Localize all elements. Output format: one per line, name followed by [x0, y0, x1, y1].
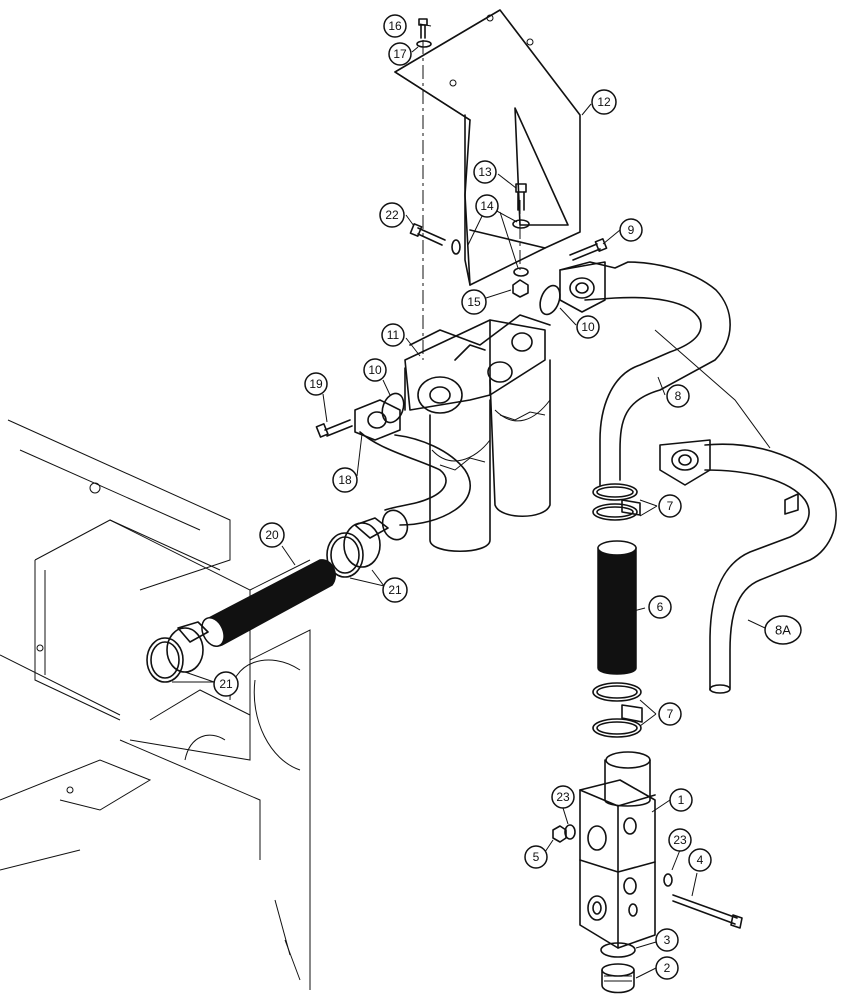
callout-3: 3: [655, 928, 679, 952]
callout-label-6: 6: [657, 600, 664, 614]
washer-23-right: [663, 873, 673, 887]
hose-clamp-21-lower: [146, 621, 209, 683]
callout-label-9: 9: [628, 223, 635, 237]
bolt-19: [315, 419, 353, 438]
plug-2: [601, 963, 635, 994]
bolt-22: [409, 223, 461, 255]
callout-10-right: 10: [576, 315, 600, 339]
callout-18: 18: [332, 467, 358, 493]
callout-label-8: 8: [675, 389, 682, 403]
o-ring-10-right: [539, 284, 561, 316]
callout-23-left: 23: [551, 785, 575, 809]
callout-15: 15: [461, 289, 487, 315]
callout-label-14: 14: [480, 199, 494, 213]
filter-canister-front: [429, 399, 491, 553]
bolt-16: [418, 18, 428, 39]
callout-1: 1: [669, 788, 693, 812]
callout-10-left: 10: [363, 358, 387, 382]
callout-2: 2: [655, 956, 679, 980]
callout-7-upper: 7: [658, 494, 682, 518]
hose-6: [597, 540, 637, 675]
callout-label-15: 15: [467, 295, 481, 309]
callout-12: 12: [591, 89, 617, 115]
washer-14: [512, 219, 530, 277]
callout-label-7-lower: 7: [667, 707, 674, 721]
tube-18: [354, 399, 471, 541]
bolt-13: [515, 183, 527, 211]
callout-label-10-left: 10: [368, 363, 382, 377]
callout-11: 11: [381, 323, 405, 347]
callout-8A: 8A: [764, 615, 802, 645]
callout-label-2: 2: [664, 961, 671, 975]
o-ring-3: [600, 942, 636, 958]
callout-label-3: 3: [664, 933, 671, 947]
hose-clamp-7-upper: [592, 483, 641, 521]
machine-frame: [0, 419, 311, 990]
callout-5: 5: [524, 845, 548, 869]
callout-16: 16: [383, 14, 407, 38]
callout-label-5: 5: [533, 850, 540, 864]
callout-label-23-left: 23: [556, 790, 570, 804]
filter-head: [404, 314, 551, 414]
callout-13: 13: [473, 160, 497, 184]
callout-21-lower: 21: [213, 671, 239, 697]
callout-19: 19: [304, 372, 328, 396]
callout-4: 4: [688, 848, 712, 872]
valve-body: [579, 751, 656, 949]
callout-label-17: 17: [393, 47, 407, 61]
callout-9: 9: [619, 218, 643, 242]
callout-7-lower: 7: [658, 702, 682, 726]
callout-label-10-right: 10: [581, 320, 595, 334]
callout-leaders: [172, 23, 766, 979]
callout-17: 17: [388, 42, 412, 66]
callout-21-upper: 21: [382, 577, 408, 603]
callout-label-4: 4: [697, 853, 704, 867]
callout-label-18: 18: [338, 473, 352, 487]
callout-label-11: 11: [387, 328, 400, 342]
o-ring-10-left: [381, 392, 405, 424]
nut-5: [552, 825, 567, 843]
hose-20: [201, 559, 336, 647]
callout-label-19: 19: [309, 377, 323, 391]
callout-label-23-right: 23: [673, 833, 687, 847]
callout-label-7-upper: 7: [667, 499, 674, 513]
callout-6: 6: [648, 595, 672, 619]
callout-label-16: 16: [388, 19, 402, 33]
hose-clamp-21-upper: [326, 517, 389, 578]
callout-label-8A: 8A: [775, 623, 791, 638]
bolt-9: [569, 238, 608, 261]
tube-8: [559, 261, 771, 486]
callout-label-20: 20: [265, 528, 279, 542]
callout-22: 22: [379, 202, 405, 228]
washer-17: [416, 40, 432, 48]
callout-8: 8: [666, 384, 690, 408]
callout-label-12: 12: [597, 95, 611, 109]
rod-4: [672, 894, 743, 929]
callout-label-13: 13: [478, 165, 492, 179]
hose-clamp-7-lower: [592, 682, 643, 738]
mounting-bracket: [394, 9, 581, 360]
tube-8A: [659, 439, 837, 694]
filter-canister-rear: [489, 359, 551, 517]
nut-15: [512, 279, 529, 298]
callout-14: 14: [475, 194, 499, 218]
washer-23-left: [564, 824, 576, 840]
callout-23-right: 23: [668, 828, 692, 852]
callout-label-21-upper: 21: [388, 583, 402, 597]
callout-label-22: 22: [385, 208, 399, 222]
callout-label-1: 1: [678, 793, 685, 807]
callout-20: 20: [259, 522, 285, 548]
callout-label-21-lower: 21: [219, 677, 233, 691]
